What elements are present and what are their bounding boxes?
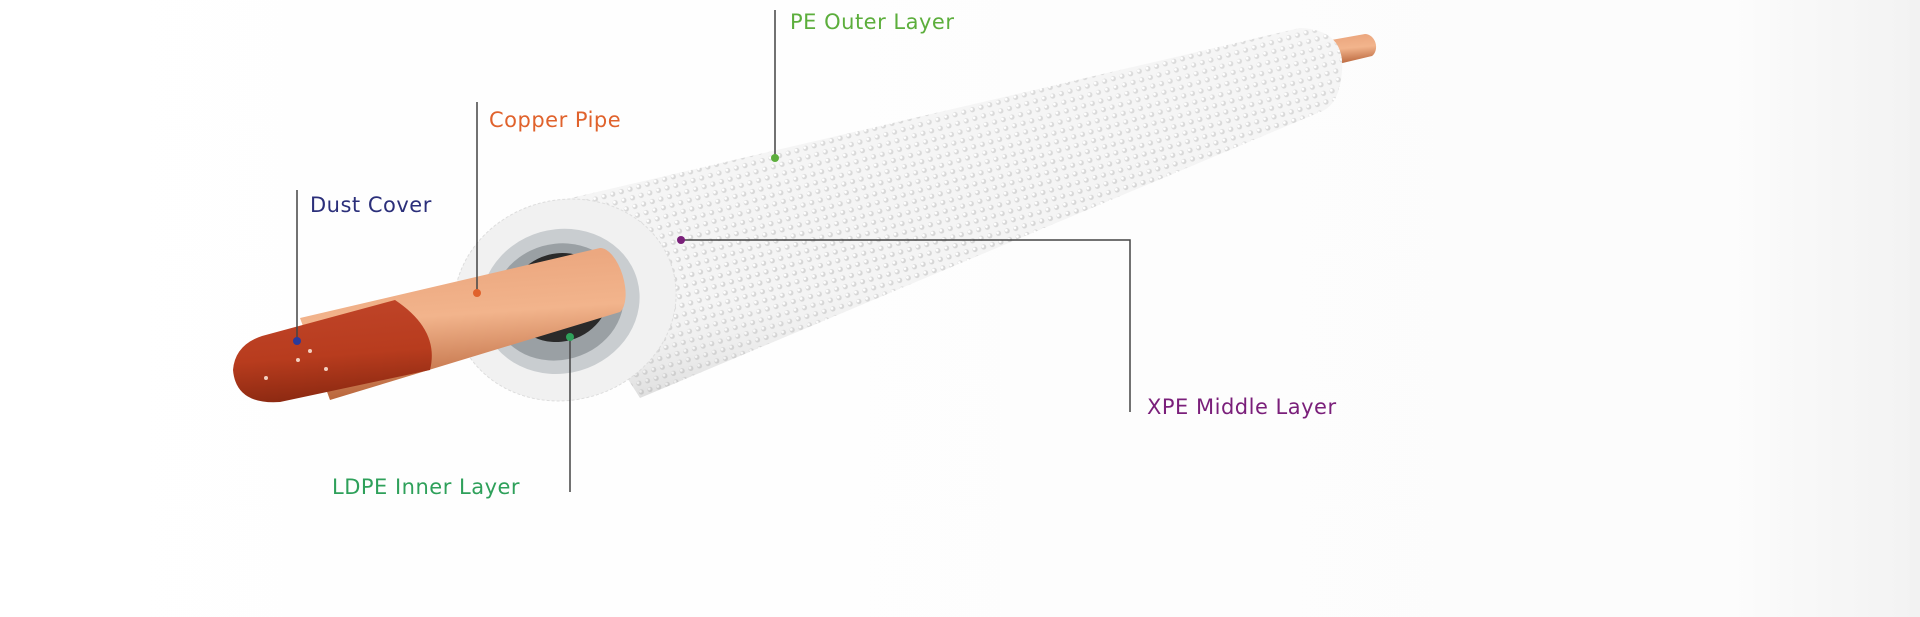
pe-outer-layer-label: PE Outer Layer (790, 10, 955, 34)
ldpe-inner-dot (566, 333, 574, 341)
ldpe-inner-layer-label: LDPE Inner Layer (332, 475, 521, 499)
xpe-middle-layer-label: XPE Middle Layer (1147, 395, 1337, 419)
dust-cover-dot (293, 337, 301, 345)
pe-outer-layer (520, 28, 1343, 398)
copper-pipe-label: Copper Pipe (489, 108, 622, 132)
dust-cover-label: Dust Cover (310, 193, 432, 217)
xpe-middle-dot (677, 236, 685, 244)
dust-cover (233, 300, 432, 403)
copper-pipe-dot (473, 289, 481, 297)
xpe-middle-leader-line (681, 239, 1131, 412)
pe-outer-dot (771, 154, 779, 162)
